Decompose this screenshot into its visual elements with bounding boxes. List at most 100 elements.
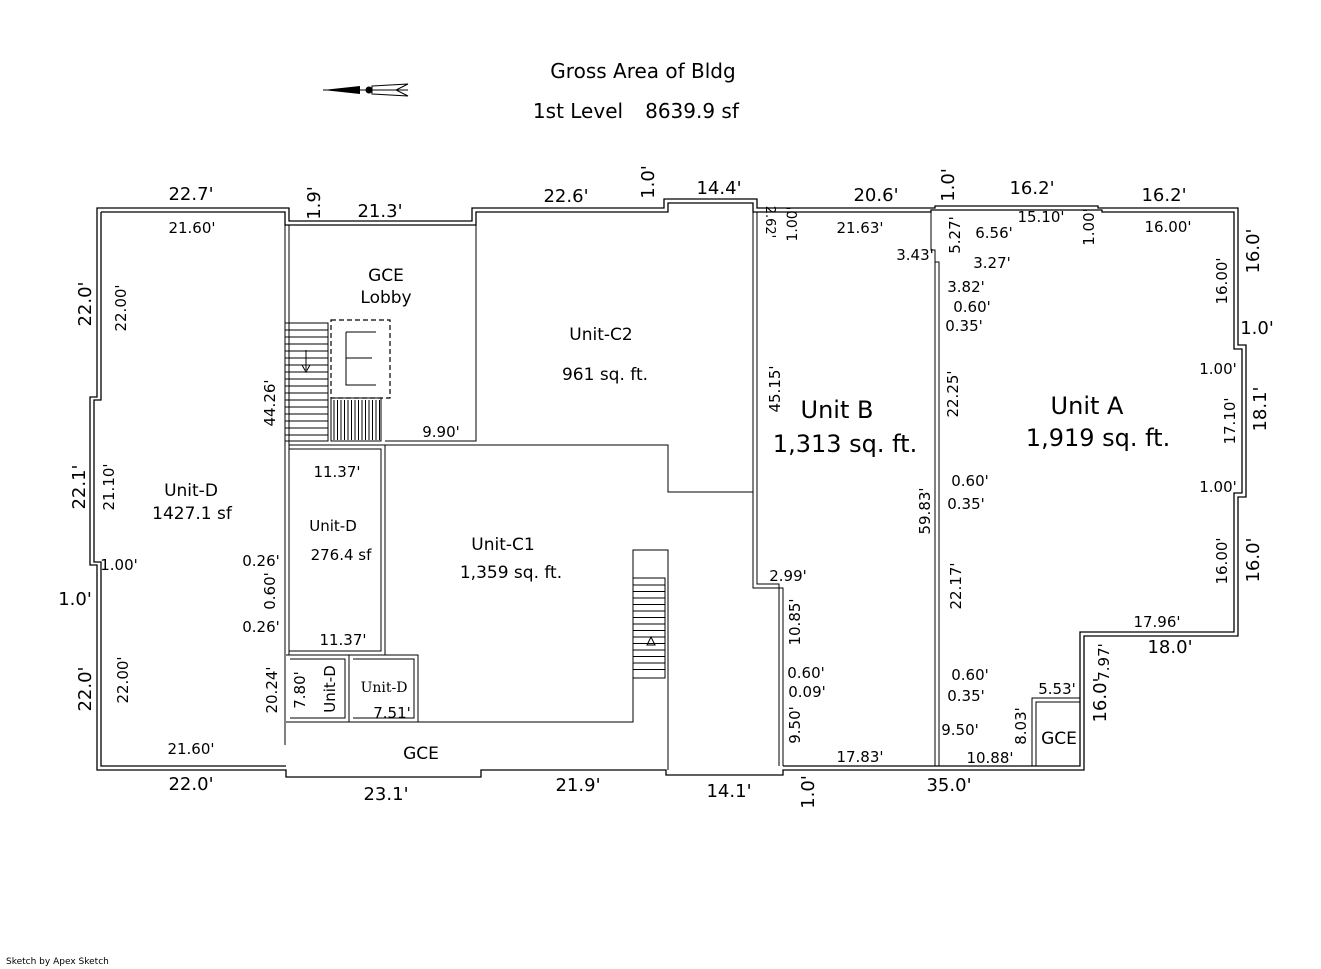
room-unit-d-name: Unit-D <box>164 481 218 501</box>
dim-label: 16.0' <box>1243 537 1264 582</box>
dim-label: 11.37' <box>319 631 366 649</box>
interior-dims-unit-d: 21.60' 22.00' 21.10' 1.00' 22.00' 21.60'… <box>100 219 280 758</box>
dim-label: 16.00' <box>1213 537 1231 584</box>
dim-label: 21.63' <box>836 219 883 237</box>
dim-label: 1.00' <box>100 556 138 574</box>
credit-text: Sketch by Apex Sketch <box>6 957 109 967</box>
dim-label: 0.60' <box>953 298 991 316</box>
dim-label: 18.1' <box>1250 386 1271 431</box>
plan-title: Gross Area of Bldg <box>550 59 735 83</box>
dim-label: 17.10' <box>1221 397 1239 444</box>
dim-label: 23.1' <box>363 784 408 805</box>
room-unit-c1-name: Unit-C1 <box>471 535 534 555</box>
dim-label: 22.7' <box>168 184 213 205</box>
dim-label: 3.27' <box>973 254 1011 272</box>
dim-label: 16.2' <box>1141 185 1186 206</box>
dim-label: 16.00' <box>1144 218 1191 236</box>
dim-label: 1.0' <box>938 168 959 202</box>
dim-label: 1.00' <box>1199 360 1237 378</box>
dim-label: 21.60' <box>168 219 215 237</box>
room-gce-lobby-name: GCE <box>368 266 404 286</box>
dim-label: 22.0' <box>75 666 96 711</box>
dim-label: 14.4' <box>696 178 741 199</box>
dim-label: 5.27' <box>946 216 964 254</box>
dim-label: 0.60' <box>951 472 989 490</box>
dim-label: 16.2' <box>1009 178 1054 199</box>
level-area: 8639.9 sf <box>645 99 740 123</box>
level-label: 1st Level <box>533 99 623 123</box>
dim-label: 22.17' <box>947 562 965 609</box>
dim-label: 21.60' <box>167 740 214 758</box>
room-unit-c2-area: 961 sq. ft. <box>562 365 648 385</box>
dim-label: 17.96' <box>1133 613 1180 631</box>
dim-label: 0.35' <box>947 687 985 705</box>
dim-label: 16.0' <box>1090 677 1111 722</box>
dim-label: 44.26' <box>261 379 279 426</box>
room-gce-corner: GCE <box>1041 729 1077 749</box>
room-unit-d-serif: Unit-D <box>361 680 408 696</box>
dim-label: 14.1' <box>706 781 751 802</box>
interior-dims-unit-b: 2.62' 1.00' 21.63' 45.15' 59.83' 2.99' 1… <box>762 206 934 766</box>
dim-label: 1.0' <box>1240 318 1274 339</box>
dim-label: 8.03' <box>1012 707 1030 745</box>
dim-label: 0.26' <box>242 552 280 570</box>
dim-label: 22.6' <box>543 186 588 207</box>
dim-label: 2.99' <box>769 567 807 585</box>
room-unit-d-area: 1427.1 sf <box>152 504 233 524</box>
dim-label: 11.37' <box>313 463 360 481</box>
dim-label: 7.97' <box>1095 643 1113 681</box>
dim-label: 1.0' <box>798 775 819 809</box>
dim-label: 22.00' <box>112 284 130 331</box>
dim-label: 45.15' <box>766 365 784 412</box>
dim-label: 0.35' <box>945 317 983 335</box>
exterior-dims-right: 16.0' 1.0' 18.1' 16.0' 18.0' 16.0' 7.97' <box>1090 228 1274 722</box>
dim-label: 22.1' <box>69 464 90 509</box>
interior-walls <box>284 210 1080 770</box>
dim-label: 16.00' <box>1213 257 1231 304</box>
dim-label: 0.60' <box>951 666 989 684</box>
room-unit-a-area: 1,919 sq. ft. <box>1026 424 1170 452</box>
dim-label: 3.43' <box>896 246 934 264</box>
dim-label: 0.35' <box>947 495 985 513</box>
dim-label: 6.56' <box>975 224 1013 242</box>
dim-label: 1.00' <box>1080 208 1098 246</box>
dim-label: 0.09' <box>788 683 826 701</box>
room-unit-b-name: Unit B <box>801 396 874 424</box>
dim-label: 22.25' <box>944 370 962 417</box>
dim-label: 1.0' <box>58 589 92 610</box>
dim-label: 0.26' <box>242 618 280 636</box>
exterior-dims-bottom: 22.0' 23.1' 21.9' 14.1' 1.0' 35.0' <box>168 774 971 809</box>
dim-label: 17.83' <box>836 748 883 766</box>
dim-label: 21.3' <box>357 201 402 222</box>
dim-label: 35.0' <box>926 775 971 796</box>
dim-label: 1.00' <box>1199 478 1237 496</box>
dim-label: 9.50' <box>941 721 979 739</box>
dim-label: 7.51' <box>373 704 411 722</box>
stairs-icon <box>632 577 666 679</box>
stairs-icon <box>284 322 382 442</box>
dim-label: 0.60' <box>787 664 825 682</box>
room-unit-c1-area: 1,359 sq. ft. <box>460 563 562 583</box>
north-arrow-icon <box>323 83 409 97</box>
room-gce-bottom: GCE <box>403 744 439 764</box>
dim-label: 10.85' <box>786 598 804 645</box>
dim-label: 1.00' <box>785 206 801 241</box>
dim-label: 9.90' <box>422 423 460 441</box>
dim-label: 59.83' <box>916 487 934 534</box>
dim-label: 21.10' <box>100 463 118 510</box>
dim-label: 7.80' <box>291 671 309 709</box>
room-gce-lobby-sub: Lobby <box>360 288 411 308</box>
room-unit-c2-name: Unit-C2 <box>569 325 632 345</box>
dim-label: 5.53' <box>1038 680 1076 698</box>
dim-label: 0.60' <box>261 572 279 610</box>
dim-label: 20.6' <box>853 185 898 206</box>
exterior-dims-left: 22.0' 22.1' 1.0' 22.0' <box>58 281 96 711</box>
dim-label: 20.24' <box>263 666 281 713</box>
dim-label: 1.0' <box>638 165 659 199</box>
elevator-icon <box>330 319 391 399</box>
room-unit-b-area: 1,313 sq. ft. <box>773 430 917 458</box>
dim-label: 3.82' <box>947 278 985 296</box>
dim-label: 16.0' <box>1243 228 1264 273</box>
interior-dims-unit-d-small: 11.37' 11.37' 20.24' 7.80' 7.51' <box>263 463 411 722</box>
